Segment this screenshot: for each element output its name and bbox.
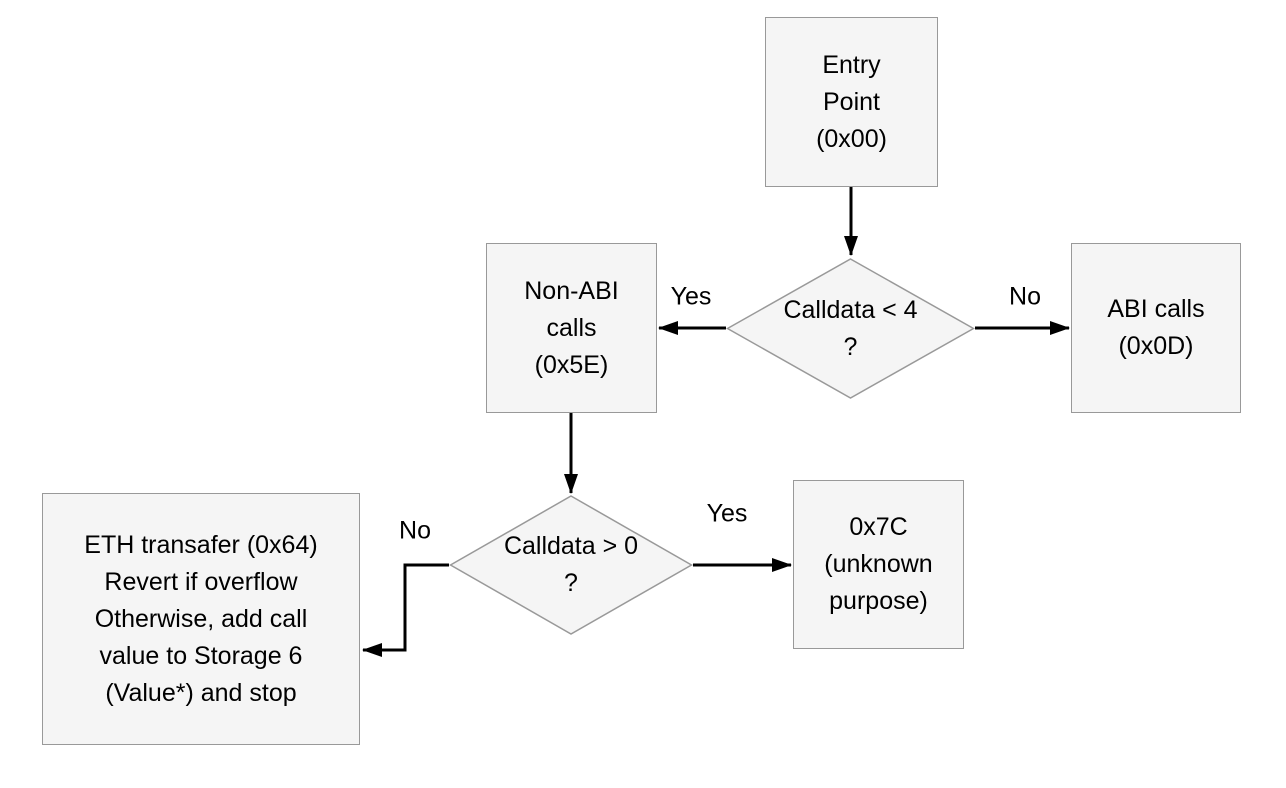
node-text-line: (Value*) and stop (105, 678, 297, 707)
diamond-shape (449, 495, 693, 635)
node-text-line: Calldata < 4 (783, 295, 918, 324)
node-text-line: 0x7C (849, 513, 908, 541)
edge-label-calldata0-no: No (399, 516, 431, 545)
node-text-line: purpose) (829, 587, 928, 615)
node-text-line: value to Storage 6 (99, 641, 303, 670)
diamond-shape-svg (726, 258, 975, 399)
node-eth-transfer: ETH transafer (0x64) Revert if overflow … (42, 493, 360, 745)
node-text-line: (0x5E) (534, 350, 609, 379)
edge-label-calldata4-yes: Yes (670, 282, 712, 311)
node-text-line: Non-ABI (524, 276, 619, 305)
node-entry-point-label: Entry Point (0x00) (816, 47, 887, 158)
node-text-line: calls (546, 313, 597, 342)
node-non-abi-calls-label: Non-ABI calls (0x5E) (524, 273, 618, 384)
arrow-calldata0-no-to-eth-transfer (362, 563, 449, 657)
node-decision-calldata-lt-4-label: Calldata < 4 ? (783, 292, 917, 366)
node-non-abi-calls: Non-ABI calls (0x5E) (486, 243, 657, 413)
node-text-line: ? (564, 569, 578, 597)
node-eth-transfer-label: ETH transafer (0x64) Revert if overflow … (84, 527, 317, 712)
node-abi-calls: ABI calls (0x0D) (1071, 243, 1241, 413)
diamond-shape-svg (449, 495, 693, 635)
node-text-line: Point (823, 87, 880, 116)
node-text-line: Revert if overflow (104, 567, 298, 596)
node-text-line: (0x0D) (1118, 332, 1194, 360)
node-text-line: (0x00) (816, 124, 887, 153)
diamond-shape (726, 258, 975, 399)
edge-label-calldata4-no: No (1009, 282, 1041, 311)
node-text-line: ETH transafer (0x64) (84, 530, 318, 559)
node-0x7c-label: 0x7C (unknown purpose) (824, 509, 932, 620)
node-text-line: Otherwise, add call (94, 604, 308, 633)
node-text-line: ? (843, 332, 858, 361)
node-decision-calldata-lt-4: Calldata < 4 ? (726, 258, 975, 399)
node-text-line: ABI calls (1107, 295, 1205, 323)
edge-label-calldata0-yes: Yes (706, 499, 748, 528)
node-decision-calldata-gt-0: Calldata > 0 ? (449, 495, 693, 635)
node-0x7c-unknown-purpose: 0x7C (unknown purpose) (793, 480, 964, 649)
node-text-line: (unknown (824, 550, 933, 578)
node-entry-point: Entry Point (0x00) (765, 17, 938, 187)
node-text-line: Entry (822, 50, 881, 79)
node-decision-calldata-gt-0-label: Calldata > 0 ? (504, 528, 638, 602)
node-abi-calls-label: ABI calls (0x0D) (1107, 291, 1204, 365)
node-text-line: Calldata > 0 (503, 532, 639, 560)
